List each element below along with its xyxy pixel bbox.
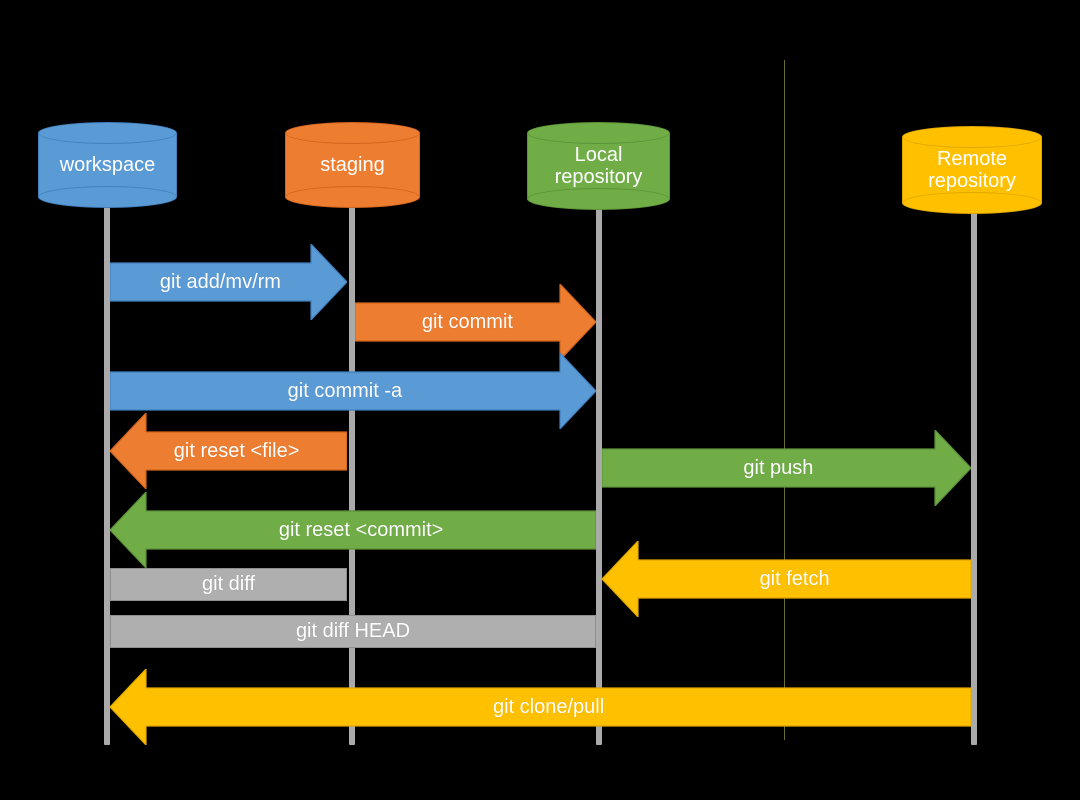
node-workspace[interactable]: workspace xyxy=(38,122,177,208)
flow-label-git-reset-commit: git reset <commit> xyxy=(278,518,444,541)
arrow-shape-icon xyxy=(355,284,596,360)
cylinder-top-icon xyxy=(285,122,420,144)
cylinder-bottom-icon xyxy=(285,186,420,208)
arrow-shape-icon xyxy=(110,413,347,489)
arrow-shape-icon xyxy=(110,669,971,745)
arrow-shape-icon xyxy=(110,353,596,429)
flow-label-git-diff: git diff xyxy=(202,573,255,595)
flow-git-clone-pull[interactable]: git clone/pull xyxy=(110,669,971,745)
node-label-remote-repo: Remote repository xyxy=(928,147,1016,192)
lifeline-local-repo xyxy=(596,200,602,745)
node-remote-repo[interactable]: Remote repository xyxy=(902,126,1042,214)
bar-shape xyxy=(110,615,596,648)
local-remote-divider xyxy=(784,60,785,740)
arrow-shape-icon xyxy=(110,492,596,568)
arrow-shape-icon xyxy=(602,541,971,617)
flow-label-git-clone-pull: git clone/pull xyxy=(493,695,605,718)
flow-git-commit-a[interactable]: git commit -a xyxy=(110,353,596,429)
cylinder-bottom-icon xyxy=(527,188,670,210)
cylinder-bottom-icon xyxy=(38,186,177,208)
flow-label-git-diff-head: git diff HEAD xyxy=(295,620,411,642)
flow-git-fetch[interactable]: git fetch xyxy=(602,541,971,617)
flow-label-git-fetch: git fetch xyxy=(759,567,830,590)
cylinder-top-icon xyxy=(902,126,1042,148)
lifeline-staging xyxy=(349,200,355,745)
arrow-shape-icon xyxy=(602,430,971,506)
node-local-repo[interactable]: Local repository xyxy=(527,122,670,210)
flow-git-reset-file[interactable]: git reset <file> xyxy=(110,413,347,489)
lifeline-workspace xyxy=(104,200,110,745)
flow-git-commit[interactable]: git commit xyxy=(355,284,596,360)
lifeline-remote-repo xyxy=(971,200,977,745)
flow-git-add[interactable]: git add/mv/rm xyxy=(110,244,347,320)
flow-label-git-commit-a: git commit -a xyxy=(287,379,403,402)
cylinder-bottom-icon xyxy=(902,192,1042,214)
node-staging[interactable]: staging xyxy=(285,122,420,208)
node-label-local-repo: Local repository xyxy=(554,143,643,188)
flow-git-push[interactable]: git push xyxy=(602,430,971,506)
bar-shape xyxy=(110,568,347,601)
flow-git-diff[interactable]: git diff xyxy=(110,568,347,601)
flow-git-diff-head[interactable]: git diff HEAD xyxy=(110,615,596,648)
arrow-shape-icon xyxy=(110,244,347,320)
flow-label-git-commit: git commit xyxy=(421,310,513,333)
flow-label-git-push: git push xyxy=(743,456,814,479)
flow-git-reset-commit[interactable]: git reset <commit> xyxy=(110,492,596,568)
flow-label-git-reset-file: git reset <file> xyxy=(173,439,300,462)
cylinder-top-icon xyxy=(527,122,670,144)
node-label-workspace: workspace xyxy=(59,153,156,176)
node-label-staging: staging xyxy=(320,153,385,176)
cylinder-top-icon xyxy=(38,122,177,144)
flow-label-git-add: git add/mv/rm xyxy=(159,270,281,293)
